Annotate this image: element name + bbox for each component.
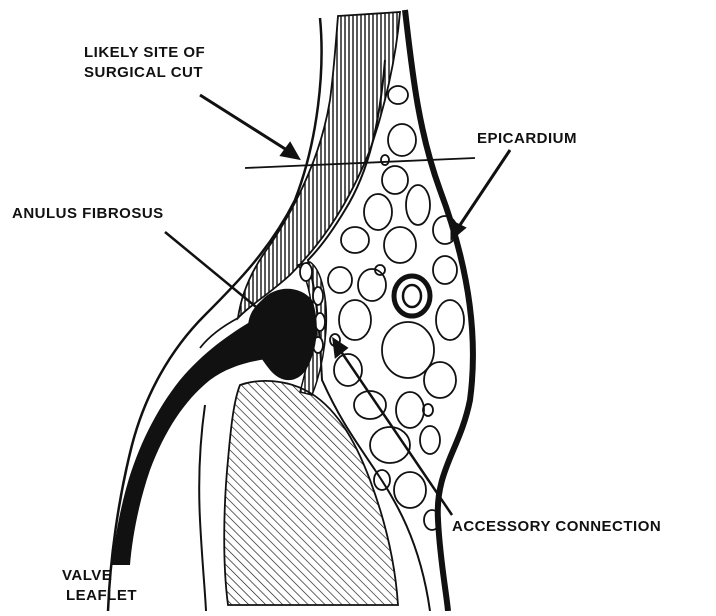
label-epicardium: EPICARDIUM — [477, 130, 577, 148]
label-valve-line2: LEAFLET — [66, 587, 137, 605]
ventricular-myocardium — [224, 381, 398, 605]
label-surgical-cut-line2: SURGICAL CUT — [84, 64, 203, 82]
ventricle-inner-line — [199, 405, 206, 611]
coronary-vessel — [394, 276, 430, 316]
label-anulus-fibrosus: ANULUS FIBROSUS — [12, 205, 164, 223]
label-accessory-connection: ACCESSORY CONNECTION — [452, 518, 661, 536]
label-valve-line1: VALVE — [62, 567, 112, 585]
label-surgical-cut-line1: LIKELY SITE OF — [84, 44, 205, 62]
